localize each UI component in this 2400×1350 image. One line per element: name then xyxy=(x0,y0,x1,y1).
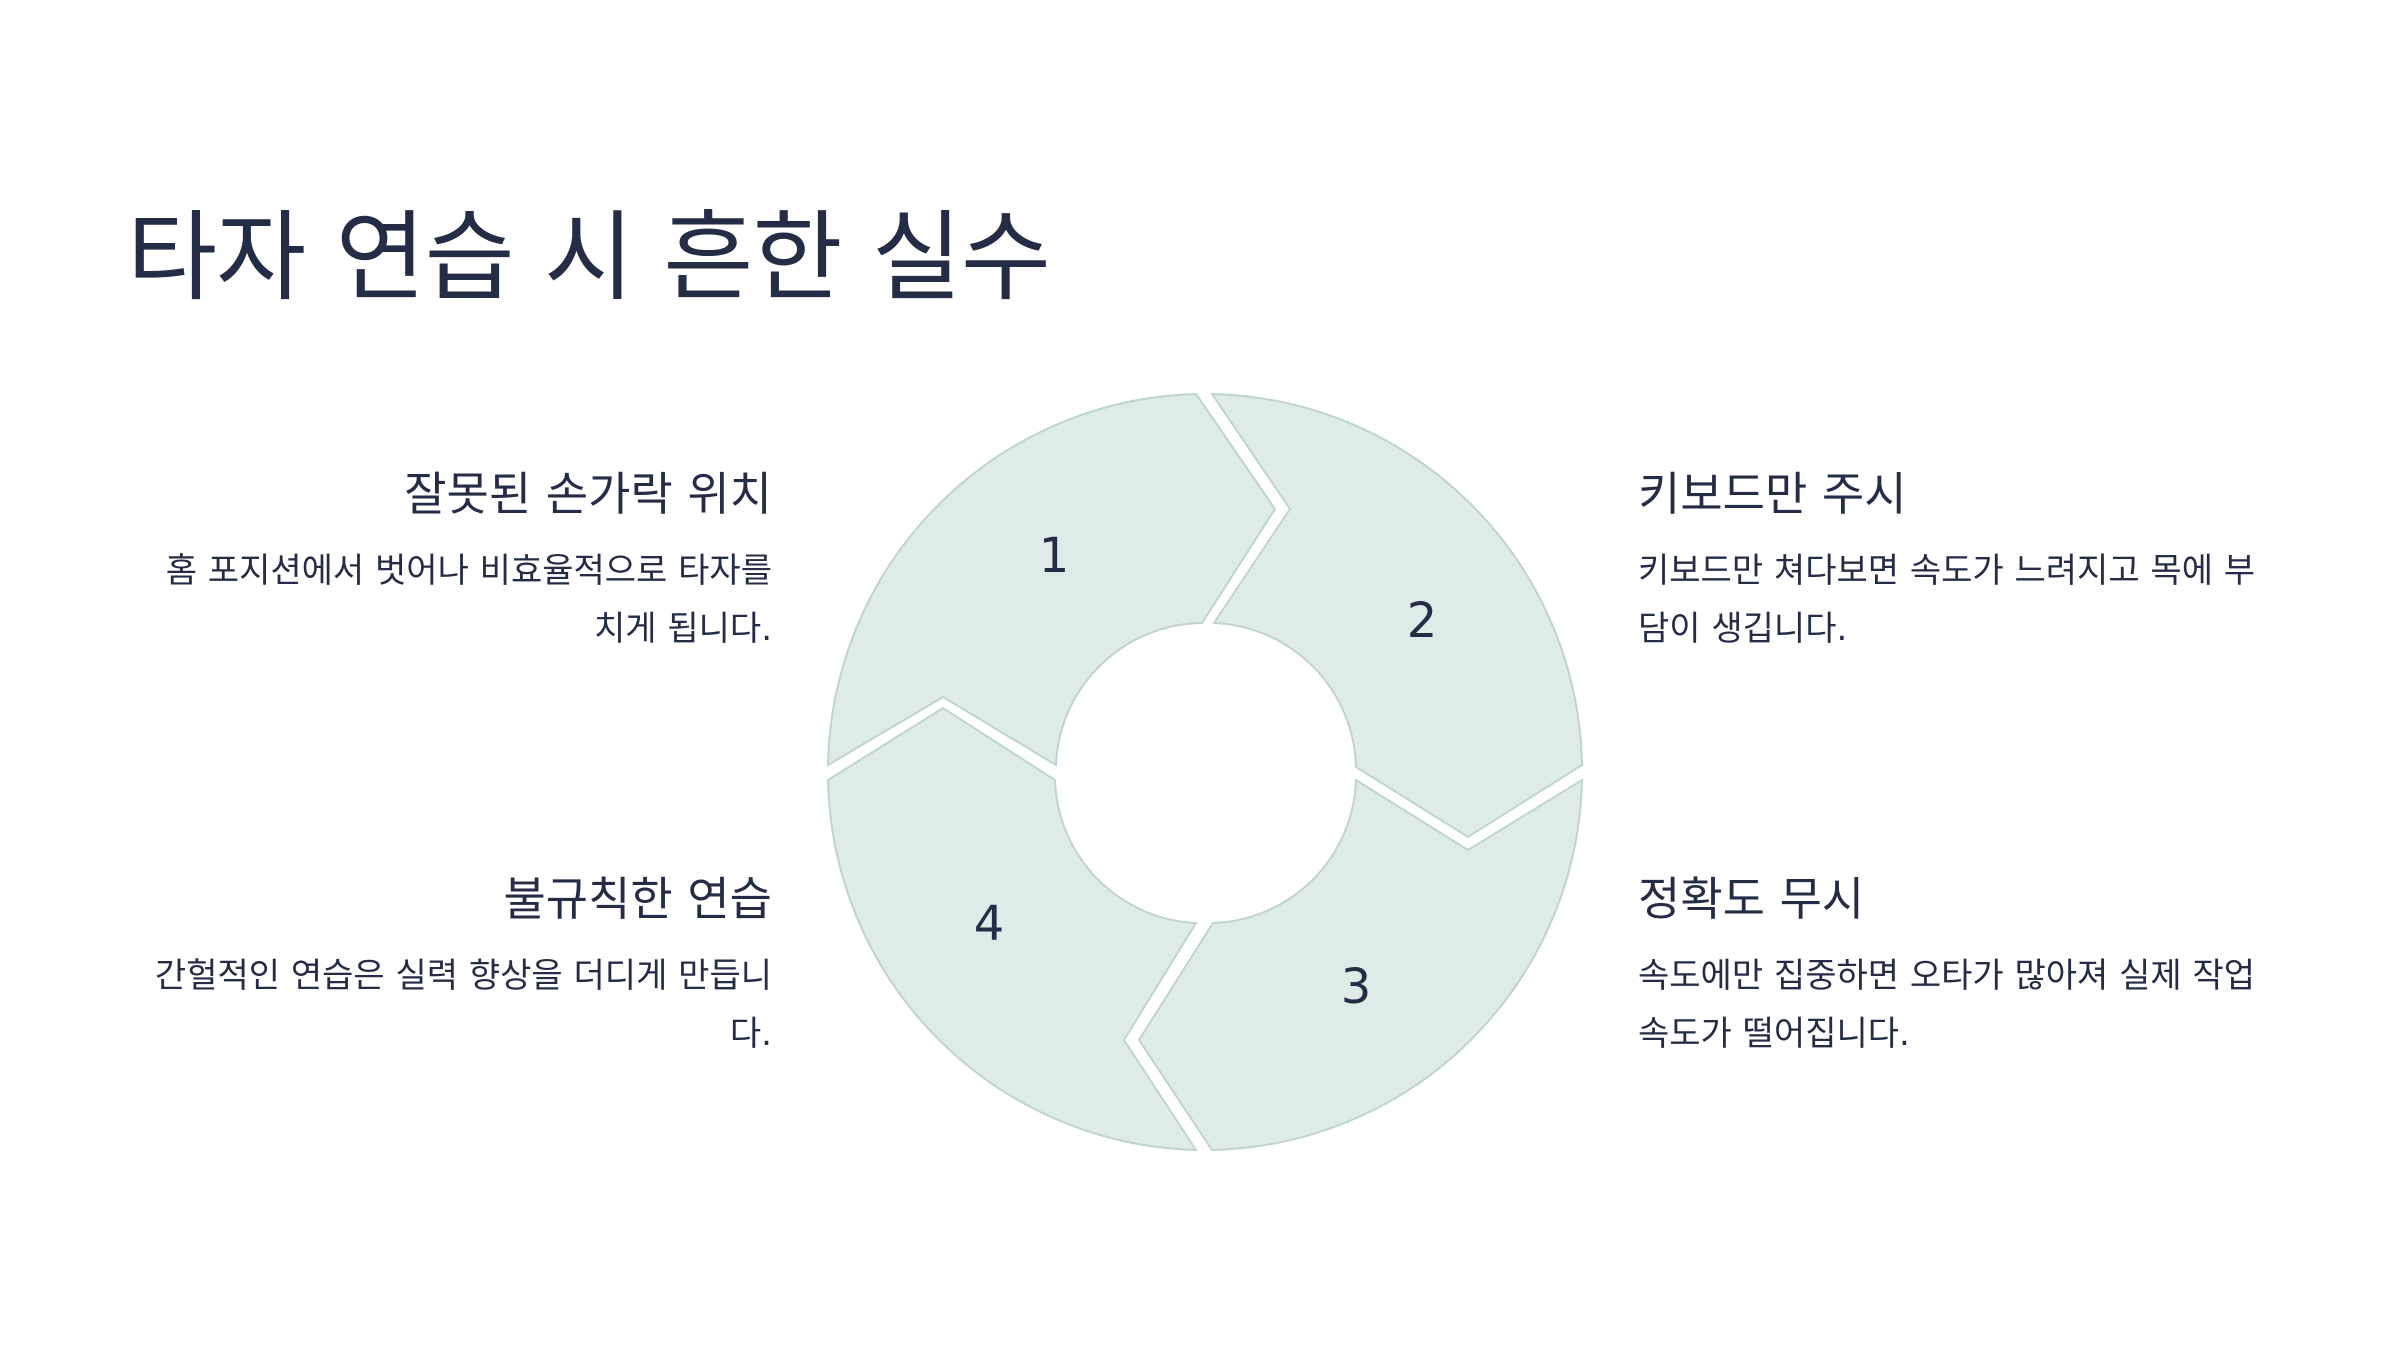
item-wrong-finger-position: 잘못된 손가락 위치 홈 포지션에서 벗어나 비효율적으로 타자를 치게 됩니다… xyxy=(124,467,772,658)
item-description: 홈 포지션에서 벗어나 비효율적으로 타자를 치게 됩니다. xyxy=(165,551,772,650)
cycle-segment-1 xyxy=(826,392,1277,767)
cycle-number-3: 3 xyxy=(1341,959,1372,1015)
item-description: 속도에만 집중하면 오타가 많아져 실제 작업 속도가 떨어집니다. xyxy=(1638,956,2256,1055)
item-looking-at-keyboard: 키보드만 주시 키보드만 쳐다보면 속도가 느려지고 목에 부담이 생깁니다. xyxy=(1638,467,2286,658)
cycle-number-4: 4 xyxy=(974,896,1005,952)
item-title: 정확도 무시 xyxy=(1638,872,1865,926)
slide-title: 타자 연습 시 흔한 실수 xyxy=(127,201,1051,315)
item-description: 키보드만 쳐다보면 속도가 느려지고 목에 부담이 생깁니다. xyxy=(1638,551,2256,650)
cycle-number-2: 2 xyxy=(1407,593,1438,649)
item-title: 불규칙한 연습 xyxy=(503,872,772,926)
item-title: 키보드만 주시 xyxy=(1638,467,1907,521)
cycle-segment-4 xyxy=(826,706,1198,1152)
cycle-segment-3 xyxy=(1137,778,1584,1152)
item-irregular-practice: 불규칙한 연습 간헐적인 연습은 실력 향상을 더디게 만듭니다. xyxy=(124,872,772,1063)
item-ignoring-accuracy: 정확도 무시 속도에만 집중하면 오타가 많아져 실제 작업 속도가 떨어집니다… xyxy=(1638,872,2286,1063)
cycle-number-1: 1 xyxy=(1039,528,1070,584)
item-title: 잘못된 손가락 위치 xyxy=(404,467,772,521)
cycle-segment-2 xyxy=(1210,392,1584,839)
item-description: 간헐적인 연습은 실력 향상을 더디게 만듭니다. xyxy=(154,956,772,1055)
